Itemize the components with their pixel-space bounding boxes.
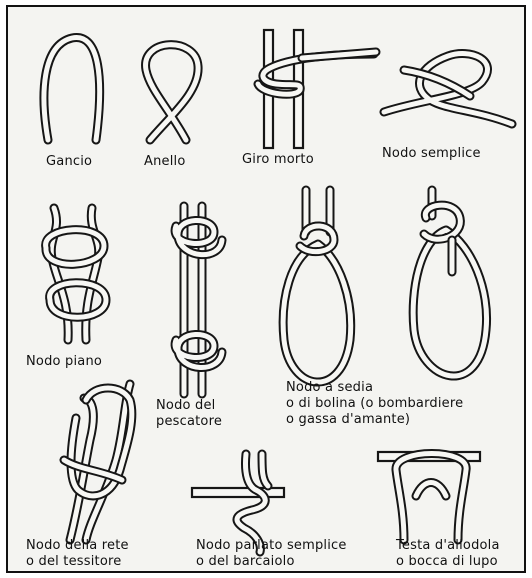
- label-testa-allodola-2: o bocca di lupo: [396, 554, 498, 569]
- label-nodo-parlato-2: o del barcaiolo: [196, 554, 295, 569]
- nodo-semplice-illustration: [384, 54, 512, 124]
- bolina-illustration: [413, 190, 486, 376]
- nodo-rete-illustration: [64, 384, 132, 540]
- label-nodo-sedia-1: Nodo a sedia: [286, 380, 373, 395]
- testa-allodola-illustration: [378, 452, 480, 540]
- label-nodo-rete-1: Nodo della rete: [26, 538, 129, 553]
- label-nodo-sedia-3: o gassa d'amante): [286, 412, 410, 427]
- label-nodo-rete-2: o del tessitore: [26, 554, 121, 569]
- giro-morto-illustration: [258, 30, 376, 148]
- nodo-piano-illustration: [46, 208, 106, 340]
- nodo-pescatore-illustration: [175, 206, 222, 394]
- label-nodo-piano: Nodo piano: [26, 354, 102, 369]
- label-nodo-sedia-2: o di bolina (o bombardiere: [286, 396, 463, 411]
- anello-illustration: [146, 45, 199, 140]
- label-nodo-pescatore-1: Nodo del: [156, 398, 215, 413]
- label-giro-morto: Giro morto: [242, 152, 314, 167]
- label-nodo-parlato-1: Nodo parlato semplice: [196, 538, 347, 553]
- gancio-illustration: [44, 37, 100, 140]
- label-testa-allodola-1: Testa d'allodola: [396, 538, 500, 553]
- label-gancio: Gancio: [46, 154, 92, 169]
- nodo-sedia-illustration: [283, 190, 351, 382]
- label-anello: Anello: [144, 154, 186, 169]
- label-nodo-pescatore-2: pescatore: [156, 414, 222, 429]
- label-nodo-semplice: Nodo semplice: [382, 146, 481, 161]
